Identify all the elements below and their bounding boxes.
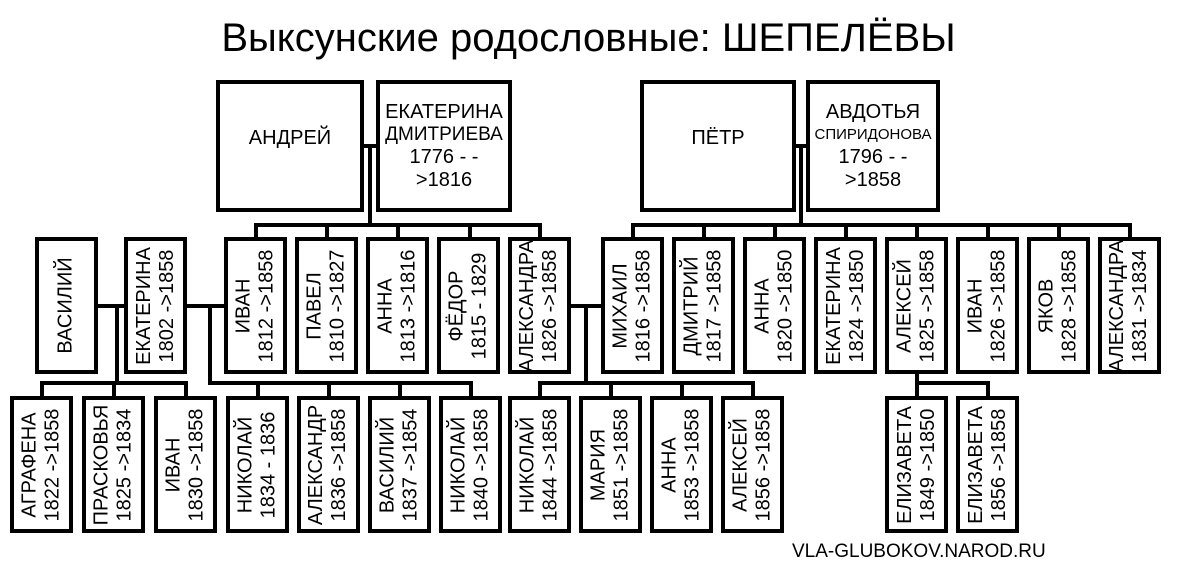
person-dates: 1837 ->1854 [399,408,422,521]
person-dates: 1826 ->1858 [987,249,1010,362]
person-dates: 1851 ->1858 [610,408,633,521]
person-dates: 1796 - ->1858 [838,145,908,191]
person-dates: 1853 ->1858 [681,408,704,521]
person-dates: 1820 ->1850 [774,249,797,362]
person-dates: 1828 ->1858 [1058,249,1081,362]
person-name: ЕКАТЕРИНА [822,246,845,365]
person-name: МАРИЯ [587,428,610,501]
page-title: Выксунские родословные: ШЕПЕЛЁВЫ [221,16,956,60]
person-name: ПРАСКОВЬЯ [90,404,113,525]
person-dates: 1840 ->1858 [470,408,493,521]
person-dates: 1836 ->1858 [328,408,351,521]
person-dates: 1825 ->1858 [916,249,939,362]
person-name: ЕКАТЕРИНА [385,100,503,123]
person-name: ФЁДОР [445,270,468,342]
person-name: АЛЕКСАНДРА [1106,239,1129,372]
person-dates: 1826 ->1858 [539,249,562,362]
person-name: ИВАН [162,437,185,492]
person-name: НИКОЛАЙ [516,416,539,513]
person-dates: 1825 ->1834 [113,408,136,521]
person-name: АНДРЕЙ [248,126,332,149]
person-name: ВАСИЛИЙ [55,257,77,354]
person-dates: 1816 ->1858 [632,249,655,362]
person-dates: 1856 ->1858 [752,408,775,521]
person-name: ИВАН [232,278,255,333]
spouse-box-petr: ПЁТР [640,80,796,212]
person-dates: 1856 ->1858 [987,408,1010,521]
person-patronymic: СПИРИДОНОВА [814,125,932,143]
person-name: НИКОЛАЙ [234,416,257,513]
person-dates: 1776 - ->1816 [409,145,479,191]
person-name: ЕЛИЗАВЕТА [964,405,987,524]
person-dates: 1830 ->1858 [185,408,208,521]
site-credit: VLA-GLUBOKOV.NAROD.RU [792,541,1046,562]
person-name: МИХАИЛ [609,262,632,349]
person-dates: 1849 ->1850 [916,408,939,521]
person-name: АННА [374,277,397,334]
person-box-vasiliy: ВАСИЛИЙ [35,237,98,374]
person-name: ЕЛИЗАВЕТА [893,405,916,524]
person-name: ПАВЕЛ [303,271,326,340]
person-name: ДМИТРИЙ [680,256,703,355]
person-name: АЛЕКСАНДРА [516,239,539,372]
person-dates: 1831 ->1834 [1129,249,1152,362]
spouse-box-avdotya-spiridonova: АВДОТЬЯ СПИРИДОНОВА 1796 - ->1858 [806,80,940,212]
person-name: АЛЕКСАНДР [305,404,328,525]
person-name: ИВАН [964,278,987,333]
person-name: ПЁТР [691,126,745,149]
spouse-box-ekaterina-dmitrieva: ЕКАТЕРИНА ДМИТРИЕВА 1776 - ->1816 [376,80,512,212]
person-dates: 1815 - 1829 [468,252,491,359]
person-dates: 1844 ->1858 [539,408,562,521]
person-name: АННА [751,277,774,334]
person-dates: 1834 - 1836 [257,411,280,518]
spouse-box-andrey: АНДРЕЙ [216,80,364,212]
person-dates: 1813 ->1816 [397,249,420,362]
person-name: ВАСИЛИЙ [376,416,399,513]
person-dates: 1810 ->1827 [326,249,349,362]
person-name: ЯКОВ [1035,278,1058,333]
person-name: АЛЕКСЕЙ [729,417,752,512]
person-dates: 1824 ->1850 [845,249,868,362]
person-name: АННА [658,436,681,493]
person-dates: 1812 ->1858 [255,249,278,362]
person-dates: 1802 ->1858 [155,249,178,362]
person-name: АВДОТЬЯ [825,100,921,123]
person-name: АГРАФЕНА [18,411,41,518]
person-name: АЛЕКСЕЙ [893,258,916,353]
person-dates: 1817 ->1858 [703,249,726,362]
person-name: ЕКАТЕРИНА [132,246,155,365]
person-dates: 1822 ->1858 [41,408,64,521]
person-patronymic: ДМИТРИЕВА [385,123,503,145]
person-name: НИКОЛАЙ [447,416,470,513]
